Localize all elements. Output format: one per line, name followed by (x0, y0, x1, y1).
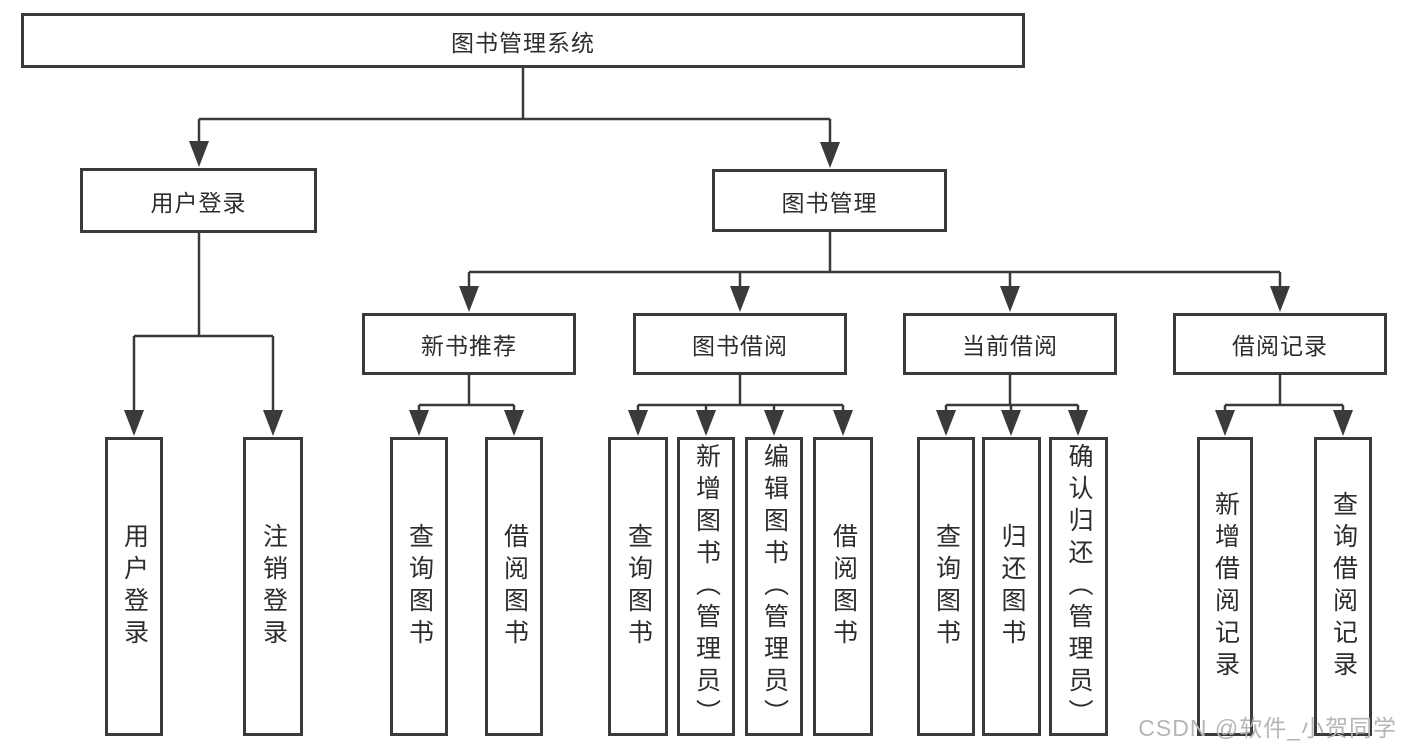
root-node-library-system: 图书管理系统 (21, 13, 1025, 68)
user-login-node: 用户登录 (80, 168, 317, 233)
leaf-borrow-books-2-label: 借阅图书 (829, 522, 858, 651)
leaf-query-books-3-label: 查询图书 (932, 522, 961, 651)
leaf-borrow-books-2: 借阅图书 (813, 437, 873, 736)
book-management-node-label: 图书管理 (781, 189, 878, 216)
borrow-record-node: 借阅记录 (1173, 313, 1387, 375)
leaf-query-books-1: 查询图书 (390, 437, 448, 736)
leaf-query-books-2: 查询图书 (608, 437, 668, 736)
leaf-user-login: 用户登录 (105, 437, 163, 736)
book-management-node: 图书管理 (712, 169, 947, 232)
leaf-query-books-2-label: 查询图书 (624, 522, 653, 651)
root-node-label: 图书管理系统 (451, 29, 595, 56)
arrowheads (124, 141, 1353, 436)
leaf-add-books-admin: 新增图书（管理员） (677, 437, 735, 736)
leaf-add-books-admin-label: 新增图书（管理员） (692, 442, 721, 731)
leaf-logout: 注销登录 (243, 437, 303, 736)
csdn-watermark: CSDN @软件_小贺同学 (1138, 715, 1397, 741)
user-login-node-label: 用户登录 (150, 189, 247, 216)
leaf-query-borrow-record: 查询借阅记录 (1314, 437, 1372, 736)
leaf-edit-books-admin: 编辑图书（管理员） (745, 437, 803, 736)
leaf-add-borrow-record-label: 新增借阅记录 (1211, 490, 1240, 683)
borrow-record-label: 借阅记录 (1232, 333, 1328, 359)
new-book-recommend-label: 新书推荐 (421, 333, 517, 359)
leaf-query-borrow-record-label: 查询借阅记录 (1329, 490, 1358, 683)
current-borrow-node: 当前借阅 (903, 313, 1117, 375)
leaf-add-borrow-record: 新增借阅记录 (1197, 437, 1253, 736)
book-borrow-node: 图书借阅 (633, 313, 847, 375)
leaf-confirm-return-admin-label: 确认归还（管理员） (1065, 442, 1093, 731)
book-borrow-label: 图书借阅 (692, 333, 788, 359)
leaf-query-books-1-label: 查询图书 (405, 522, 434, 651)
leaf-borrow-books-1-label: 借阅图书 (500, 522, 529, 651)
leaf-user-login-label: 用户登录 (120, 522, 149, 651)
leaf-logout-label: 注销登录 (259, 522, 288, 651)
connector-paths (132, 68, 1345, 420)
leaf-borrow-books-1: 借阅图书 (485, 437, 543, 736)
leaf-edit-books-admin-label: 编辑图书（管理员） (760, 442, 789, 731)
leaf-return-books-label: 归还图书 (998, 522, 1026, 651)
leaf-confirm-return-admin: 确认归还（管理员） (1049, 437, 1108, 736)
new-book-recommend-node: 新书推荐 (362, 313, 576, 375)
leaf-return-books: 归还图书 (982, 437, 1041, 736)
leaf-query-books-3: 查询图书 (917, 437, 975, 736)
current-borrow-label: 当前借阅 (962, 333, 1058, 359)
